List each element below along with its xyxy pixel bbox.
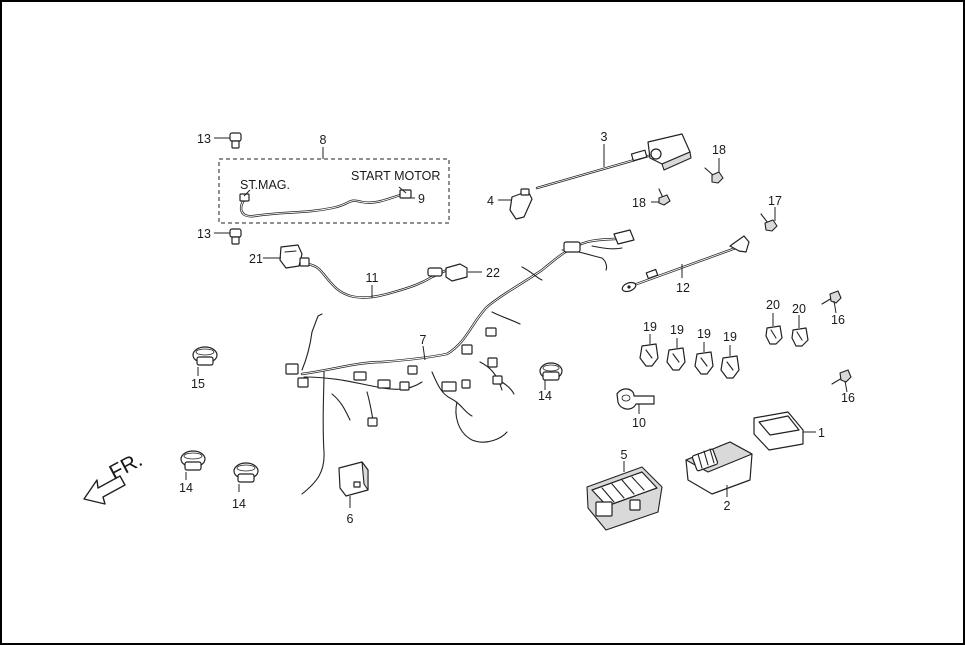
front-direction-arrow: FR. xyxy=(83,448,147,505)
part-12-ground-cable: 12 xyxy=(621,235,750,295)
part-17-bolt: 17 xyxy=(760,194,782,232)
part-15-band-clamp: 15 xyxy=(191,346,218,391)
callout-3: 3 xyxy=(601,130,608,144)
callout-16-lower: 16 xyxy=(841,391,855,405)
callout-13-top: 13 xyxy=(197,132,211,146)
part-1-cover: 1 xyxy=(753,411,825,451)
part-14-band-clamp-left: 14 xyxy=(179,450,206,495)
callout-8: 8 xyxy=(320,133,327,147)
part-19-clip-1: 19 xyxy=(639,320,659,367)
callout-18-right: 18 xyxy=(712,143,726,157)
part-13-cap-bottom: 13 xyxy=(197,227,242,245)
callout-1: 1 xyxy=(818,426,825,440)
callout-19-4: 19 xyxy=(723,330,737,344)
part-11-hv-cable: 11 xyxy=(299,257,449,299)
part-13-cap-top: 13 xyxy=(197,132,242,149)
callout-15: 15 xyxy=(191,377,205,391)
callout-11: 11 xyxy=(366,271,379,285)
callout-20-left: 20 xyxy=(766,298,780,312)
part-18-bolt-right: 18 xyxy=(704,143,726,184)
part-7-main-harness: 7 xyxy=(285,229,635,495)
callout-20-right: 20 xyxy=(792,302,806,316)
part-18-bolt-left: 18 xyxy=(632,188,671,210)
callout-4: 4 xyxy=(487,194,494,208)
part-5-regulator: 5 xyxy=(586,448,663,531)
callout-19-2: 19 xyxy=(670,323,684,337)
callout-19-1: 19 xyxy=(643,320,657,334)
part-19-clip-2: 19 xyxy=(666,323,686,371)
callout-12: 12 xyxy=(676,281,690,295)
callout-9: 9 xyxy=(418,192,425,206)
part-8-starter-cable: 8 ST.MAG. START MOTOR 9 xyxy=(218,133,450,224)
starter-cable-group-box xyxy=(218,158,450,224)
part-21-clamp: 21 xyxy=(249,244,303,269)
front-label: FR. xyxy=(106,448,147,484)
part-16-bolt-lower: 16 xyxy=(831,369,855,405)
part-20-clip-left: 20 xyxy=(765,298,783,345)
callout-18-left: 18 xyxy=(632,196,646,210)
part-10-wire-clamp: 10 xyxy=(616,388,655,430)
callout-14-left: 14 xyxy=(179,481,193,495)
part-19-clip-3: 19 xyxy=(694,327,714,375)
part-14-band-clamp-center: 14 xyxy=(232,462,259,511)
callout-17: 17 xyxy=(768,194,782,208)
part-22-plug-cap: 22 xyxy=(445,263,500,282)
callout-7: 7 xyxy=(420,333,427,347)
part-20-clip-right: 20 xyxy=(791,302,809,347)
part-6-relay: 6 xyxy=(338,461,369,526)
callout-21: 21 xyxy=(249,252,263,266)
caption-start-motor: START MOTOR xyxy=(351,169,440,183)
part-14-band-clamp-right: 14 xyxy=(538,362,563,403)
callout-13-bottom: 13 xyxy=(197,227,211,241)
part-19-clip-4: 19 xyxy=(720,330,740,379)
callout-2: 2 xyxy=(724,499,731,513)
callout-5: 5 xyxy=(621,448,628,462)
part-3-ignition-coil: 3 xyxy=(535,130,692,190)
part-4-plug-cap: 4 xyxy=(487,188,533,220)
callout-22: 22 xyxy=(486,266,500,280)
part-16-bolt-upper: 16 xyxy=(821,290,845,327)
callout-6: 6 xyxy=(347,512,354,526)
callout-19-3: 19 xyxy=(697,327,711,341)
callout-10: 10 xyxy=(632,416,646,430)
caption-st-mag: ST.MAG. xyxy=(240,178,290,192)
callout-16-upper: 16 xyxy=(831,313,845,327)
callout-14-center: 14 xyxy=(232,497,246,511)
callout-14-right: 14 xyxy=(538,389,552,403)
part-2-cdi-unit: 2 xyxy=(685,441,753,513)
